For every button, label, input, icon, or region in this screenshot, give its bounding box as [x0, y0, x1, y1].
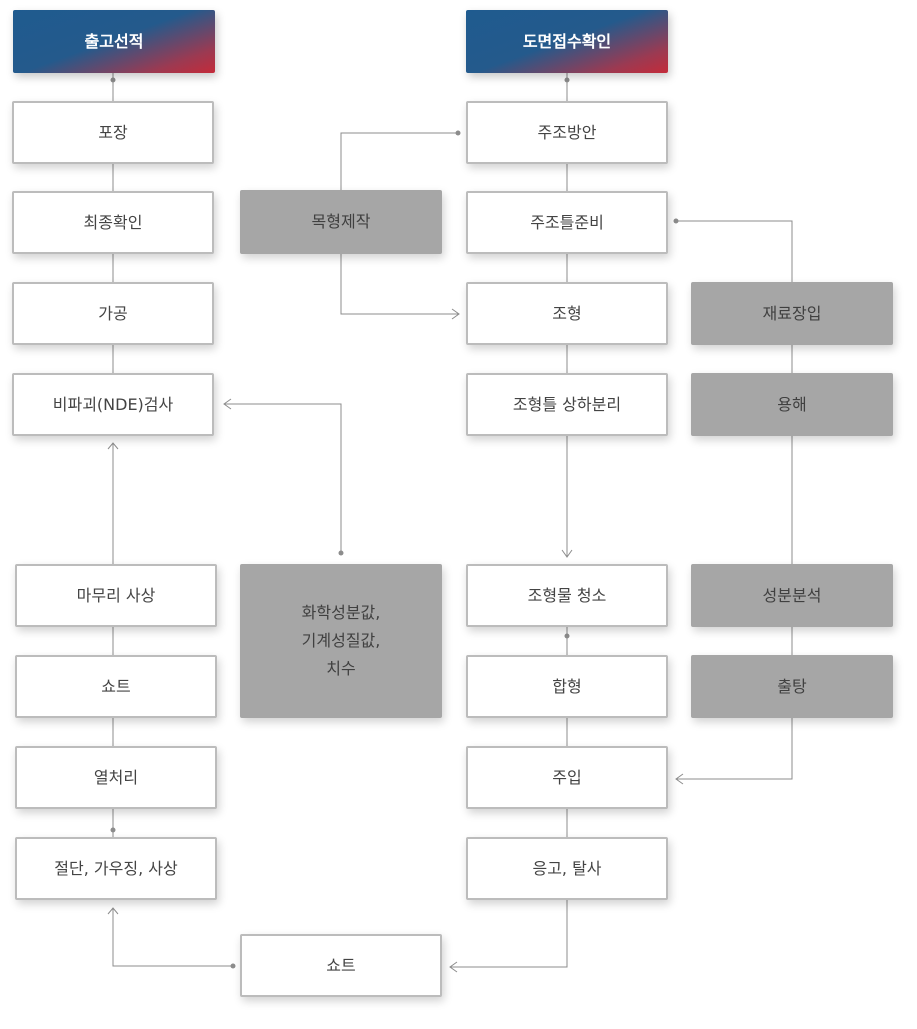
casting-plan-step-label: 주조방안 [537, 122, 597, 142]
inspection-values-step: 화학성분값, 기계성질값, 치수 [240, 564, 442, 718]
pouring-step: 주입 [466, 746, 668, 809]
cutting-gouging-step-label: 절단, 가우징, 사상 [54, 858, 178, 878]
machining-step: 가공 [12, 282, 214, 345]
finishing-step: 마무리 사상 [15, 564, 217, 627]
shipping-header-label: 출고선적 [84, 31, 144, 51]
flask-prep-step: 주조틀준비 [466, 191, 668, 254]
solidification-shakeout-step: 응고, 탈사 [466, 837, 668, 900]
solidification-shakeout-step-label: 응고, 탈사 [532, 858, 602, 878]
material-charging-step: 재료장입 [691, 282, 893, 345]
final-check-step-label: 최종확인 [83, 212, 143, 232]
drawing-receipt-header: 도면접수확인 [466, 10, 668, 73]
connector-dot [230, 963, 236, 969]
arrowhead-down-clean [561, 549, 573, 558]
material-charging-step-label: 재료장입 [762, 303, 822, 323]
connector-dot [110, 827, 116, 833]
connector-solidify-to-shot [450, 900, 568, 968]
heat-treatment-step-label: 열처리 [93, 767, 139, 787]
shot-blast-step-left-label: 쇼트 [101, 676, 131, 696]
final-check-step: 최종확인 [12, 191, 214, 254]
molding-step-label: 조형 [552, 303, 582, 323]
inspection-values-step-label: 화학성분값, 기계성질값, 치수 [301, 603, 381, 678]
connector-dot [564, 77, 570, 83]
nde-inspection-step-label: 비파괴(NDE)검사 [52, 394, 174, 414]
tapping-step: 출탕 [691, 655, 893, 718]
connector-pattern-to-molding [340, 254, 459, 315]
connector-dot [110, 77, 116, 83]
connector-dot [564, 633, 570, 639]
connector-tapping-to-pouring [676, 718, 793, 780]
mold-closing-step-label: 합형 [552, 676, 582, 696]
composition-analysis-step-label: 성분분석 [762, 585, 822, 605]
mold-split-step-label: 조형틀 상하분리 [512, 394, 622, 414]
casting-plan-step: 주조방안 [466, 101, 668, 164]
connector-material-to-flask [676, 220, 793, 282]
machining-step-label: 가공 [98, 303, 128, 323]
mold-closing-step: 합형 [466, 655, 668, 718]
melting-step: 용해 [691, 373, 893, 436]
melting-step-label: 용해 [777, 394, 807, 414]
connector-dot [673, 218, 679, 224]
connector-plan-to-pattern [340, 132, 458, 190]
cutting-gouging-step: 절단, 가우징, 사상 [15, 837, 217, 900]
heat-treatment-step: 열처리 [15, 746, 217, 809]
shot-blast-step-bottom-label: 쇼트 [326, 955, 356, 975]
composition-analysis-step: 성분분석 [691, 564, 893, 627]
pouring-step-label: 주입 [552, 767, 582, 787]
arrowhead-left-pouring [675, 773, 684, 785]
packing-step-label: 포장 [98, 122, 128, 142]
pattern-making-step-label: 목형제작 [311, 212, 371, 231]
arrowhead-up-cutting [107, 907, 119, 915]
packing-step: 포장 [12, 101, 214, 164]
shot-blast-step-bottom: 쇼트 [240, 934, 442, 997]
connector-dot [338, 550, 344, 556]
connector-dot [455, 130, 461, 136]
arrowhead-up-nde [107, 442, 119, 450]
flask-prep-step-label: 주조틀준비 [530, 212, 604, 232]
mold-split-step: 조형틀 상하분리 [466, 373, 668, 436]
mold-cleaning-step: 조형물 청소 [466, 564, 668, 627]
arrowhead-right-molding [451, 308, 460, 320]
shot-blast-step-left: 쇼트 [15, 655, 217, 718]
arrowhead-left-nde [223, 398, 232, 410]
nde-inspection-step: 비파괴(NDE)검사 [12, 373, 214, 436]
connector-inspection-to-nde [224, 403, 342, 553]
mold-cleaning-step-label: 조형물 청소 [527, 585, 607, 605]
molding-step: 조형 [466, 282, 668, 345]
finishing-step-label: 마무리 사상 [76, 585, 156, 605]
shipping-header: 출고선적 [13, 10, 215, 73]
tapping-step-label: 출탕 [777, 676, 807, 696]
connector-shot-to-cutting [112, 908, 233, 967]
drawing-receipt-header-label: 도면접수확인 [522, 31, 612, 51]
pattern-making-step: 목형제작 [240, 190, 442, 254]
arrowhead-left-shot [449, 961, 458, 973]
